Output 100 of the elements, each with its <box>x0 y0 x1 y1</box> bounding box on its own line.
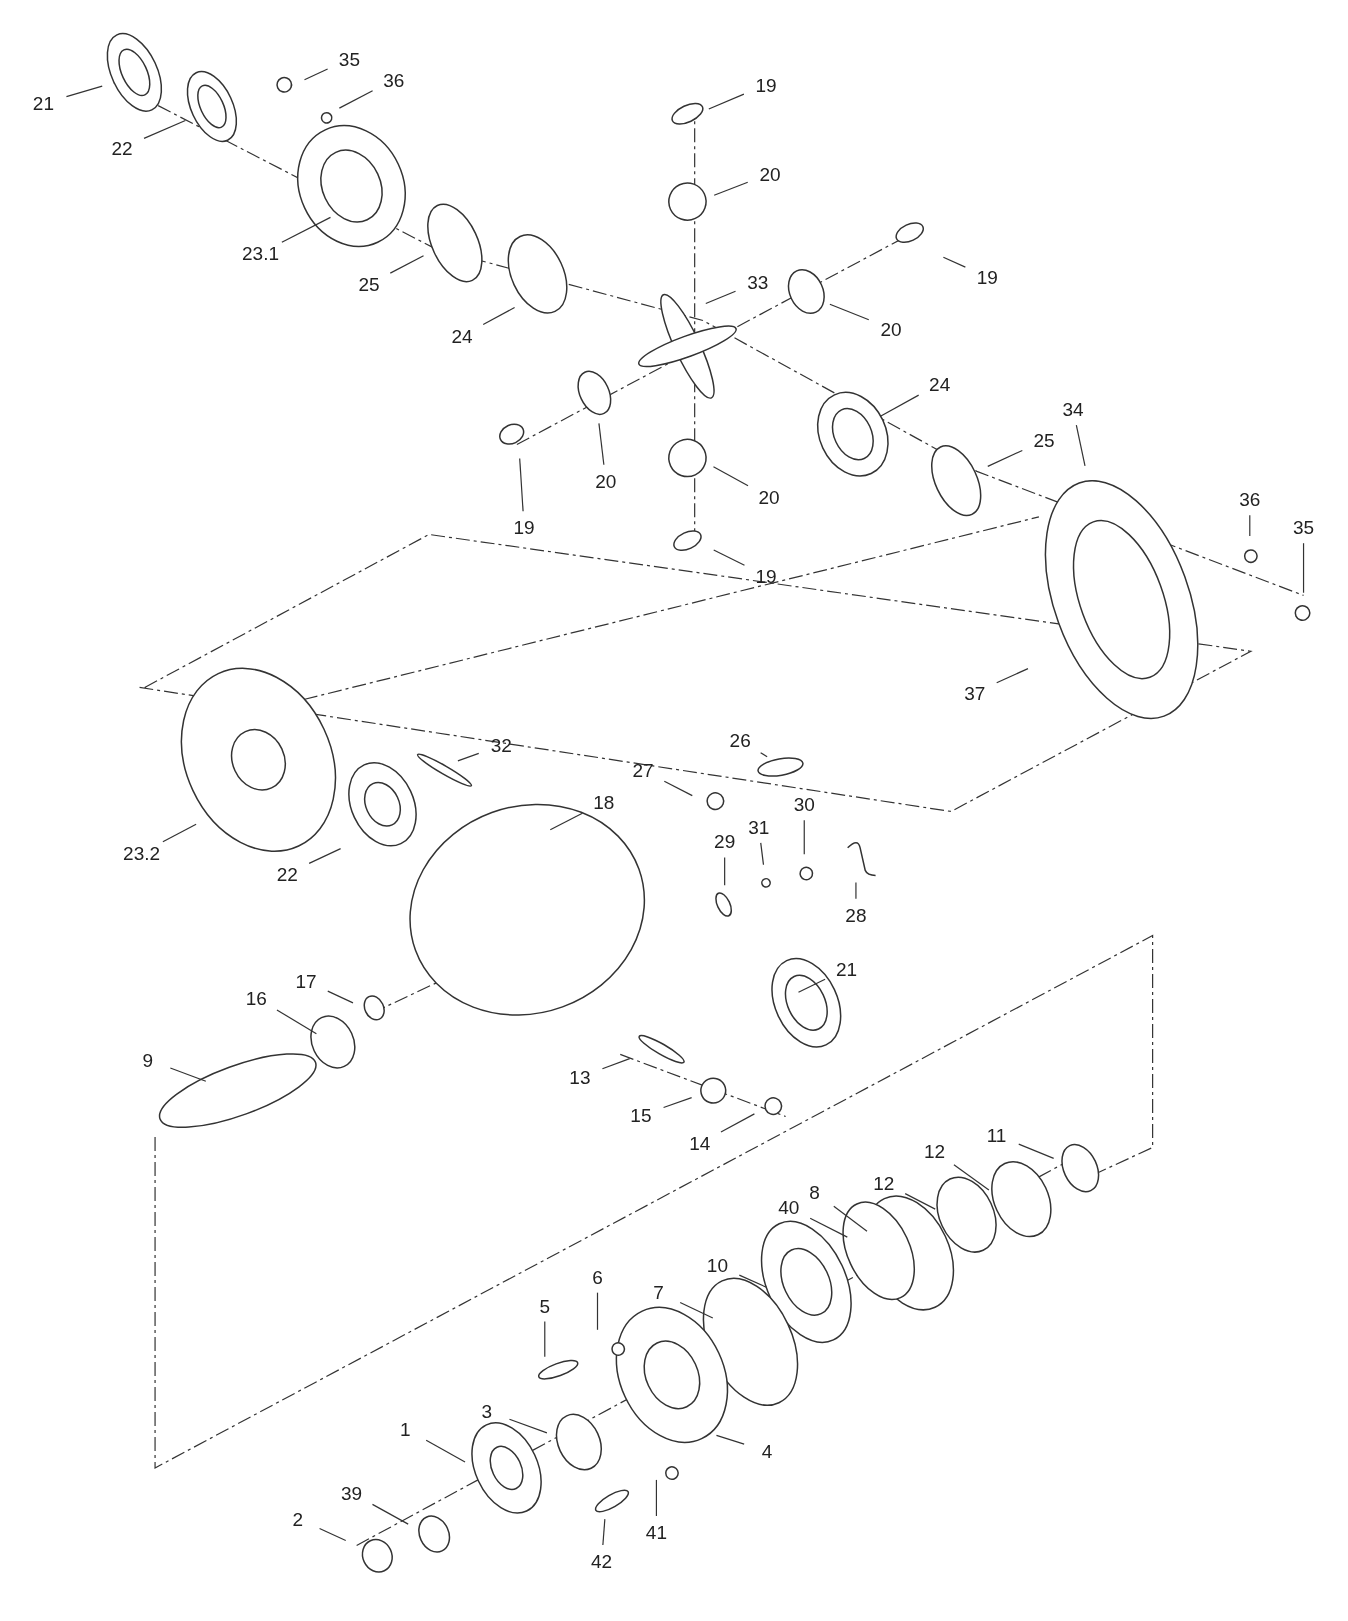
callout-number: 20 <box>595 471 617 491</box>
leader-line <box>880 394 920 417</box>
callout-number: 23.2 <box>123 843 161 863</box>
callout-number: 26 <box>729 730 751 750</box>
leader-line <box>602 1518 606 1546</box>
callout-number: 33 <box>747 272 769 292</box>
callout-number: 19 <box>755 566 777 586</box>
callout-number: 11 <box>986 1125 1007 1145</box>
callout-number: 20 <box>880 319 902 339</box>
leader-line <box>942 256 966 268</box>
callout-number: 6 <box>592 1267 603 1287</box>
callout-number: 35 <box>1293 517 1315 537</box>
leader-line <box>425 1439 466 1463</box>
callout-number: 31 <box>748 817 770 837</box>
leader-line <box>713 549 746 566</box>
callout-number: 18 <box>593 792 615 812</box>
callout-number: 22 <box>276 864 298 883</box>
callout-number: 10 <box>706 1255 728 1275</box>
callout-number: 19 <box>513 517 535 537</box>
callout-number: 40 <box>778 1197 800 1217</box>
callout-number: 41 <box>645 1522 667 1542</box>
leader-line <box>303 68 329 81</box>
leader-line <box>389 255 425 274</box>
leader-line <box>598 422 605 466</box>
leader-line <box>1302 542 1305 594</box>
leader-line <box>829 303 870 321</box>
callout-number: 35 <box>338 49 360 69</box>
leader-line <box>720 1113 755 1133</box>
leader-line <box>655 1479 658 1517</box>
leader-line <box>143 119 186 139</box>
callout-number: 16 <box>245 988 267 1008</box>
leader-line <box>1018 1143 1055 1159</box>
leader-line <box>65 85 103 98</box>
leader-line <box>371 1503 409 1525</box>
callout-number: 12 <box>923 1141 946 1161</box>
leader-line <box>281 216 332 243</box>
leader-line <box>760 842 765 866</box>
leader-line <box>809 1217 848 1238</box>
leader-line <box>760 752 768 758</box>
callout-number: 12 <box>873 1173 895 1193</box>
leader-line <box>715 1434 745 1445</box>
callout-number: 34 <box>1062 399 1084 419</box>
leader-line <box>724 856 726 886</box>
leader-line <box>679 1301 714 1319</box>
leader-line <box>338 90 374 109</box>
leader-line <box>519 457 524 512</box>
callout-number: 20 <box>759 164 781 184</box>
callout-number: 42 <box>591 1551 613 1571</box>
leader-line <box>712 466 749 487</box>
callout-number: 36 <box>383 70 405 90</box>
callout-number: 28 <box>845 905 867 925</box>
leader-line <box>549 812 583 831</box>
callout-number: 17 <box>295 971 317 991</box>
leader-line <box>482 306 516 326</box>
leader-line <box>596 1292 599 1331</box>
leader-line <box>738 1274 767 1288</box>
leader-line <box>308 848 342 864</box>
leader-line <box>833 1205 868 1232</box>
leader-line <box>987 449 1023 467</box>
callout-number: 25 <box>358 274 380 294</box>
callout-number: 37 <box>964 683 986 703</box>
callout-number: 36 <box>1239 489 1261 509</box>
callout-number: 19 <box>976 267 998 287</box>
callout-number: 8 <box>809 1182 820 1202</box>
callout-number: 13 <box>569 1067 591 1087</box>
leader-line <box>162 823 197 843</box>
leader-line <box>713 181 749 196</box>
callout-number: 39 <box>340 1483 363 1503</box>
callout-number: 25 <box>1033 430 1055 450</box>
callout-number: 21 <box>32 93 54 113</box>
leader-line <box>1249 514 1251 537</box>
leader-line <box>953 1164 990 1191</box>
leader-line <box>708 93 745 110</box>
callout-number: 9 <box>142 1050 154 1070</box>
leader-line <box>803 819 805 855</box>
callout-number: 22 <box>111 138 133 158</box>
callout-number: 15 <box>630 1105 652 1125</box>
leader-line <box>663 780 693 797</box>
leader-line <box>797 978 826 993</box>
callout-number: 20 <box>758 487 780 507</box>
leader-line <box>327 990 354 1004</box>
leader-line <box>457 752 480 762</box>
leader-line <box>318 1527 347 1542</box>
callout-number: 5 <box>539 1296 551 1316</box>
callout-number: 30 <box>793 794 815 814</box>
leader-line <box>855 881 857 900</box>
callout-number: 4 <box>761 1441 773 1461</box>
callout-number: 7 <box>653 1282 664 1302</box>
callout-number: 2 <box>292 1509 303 1529</box>
callout-number: 24 <box>451 326 473 346</box>
callout-number: 1 <box>399 1419 411 1439</box>
callout-number: 21 <box>836 959 858 979</box>
callout-number: 32 <box>490 735 512 755</box>
callout-number: 27 <box>632 760 654 780</box>
leader-line <box>508 1418 548 1434</box>
callout-number: 29 <box>714 831 736 851</box>
leader-line <box>904 1193 936 1210</box>
leader-line <box>601 1058 631 1070</box>
leader-line <box>662 1097 693 1109</box>
leader-line <box>169 1067 207 1082</box>
